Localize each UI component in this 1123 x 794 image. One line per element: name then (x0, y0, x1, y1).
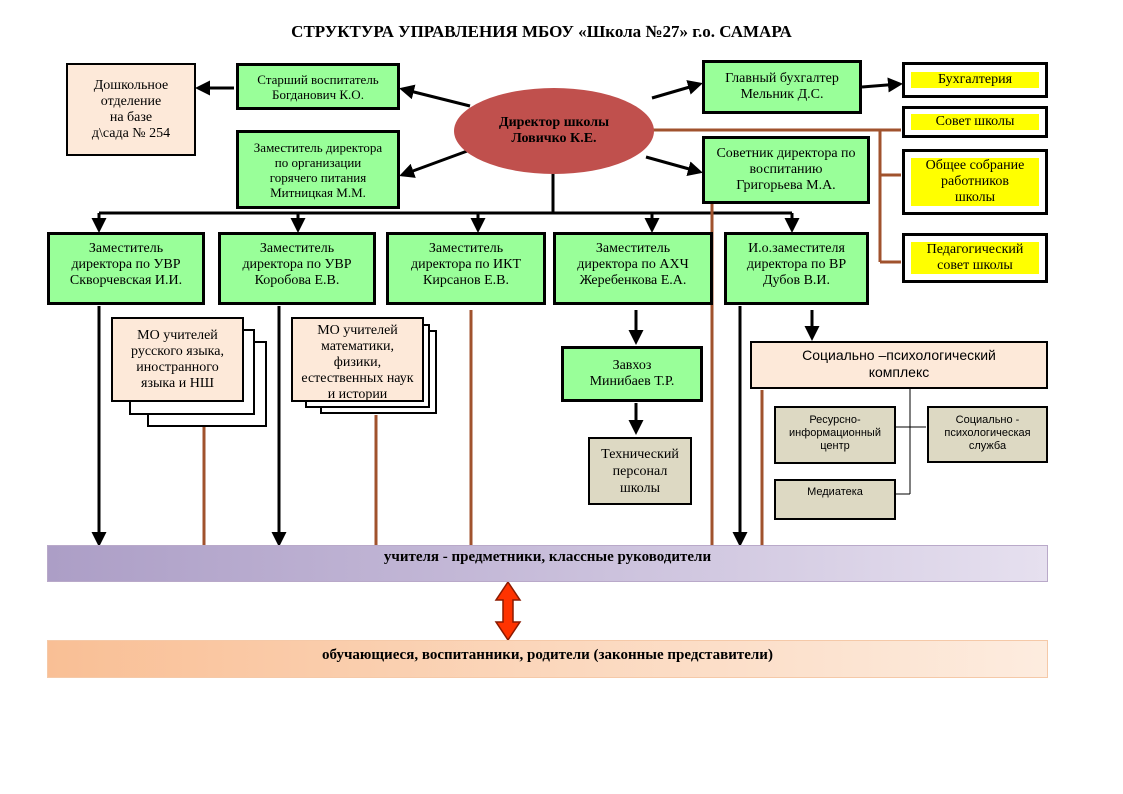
school-council-node: Совет школы (902, 106, 1048, 138)
media-library-node: Медиатека (774, 479, 896, 520)
director-name: Ловичко К.Е. (511, 131, 597, 146)
accounting-node: Бухгалтерия (902, 62, 1048, 98)
director-role: Директор школы (498, 115, 610, 130)
double-arrow-icon (494, 580, 522, 642)
page-title: СТРУКТУРА УПРАВЛЕНИЯ МБОУ «Школа №27» г.… (291, 22, 792, 41)
teachers-band: учителя - предметники, классные руководи… (47, 545, 1048, 582)
students-band: обучающиеся, воспитанники, родители (зак… (47, 640, 1048, 678)
